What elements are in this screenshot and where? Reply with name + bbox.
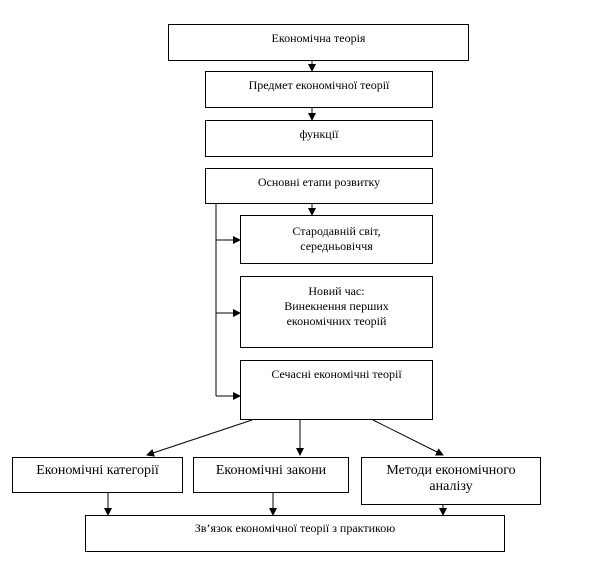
arrow-contemporary-to-methods [372,419,444,456]
node-economic-categories: Економічні категорії [12,457,183,493]
node-contemporary-theories: Сечасні економічні теорії [240,360,433,420]
node-economic-theory: Економічна теорія [168,24,469,61]
node-development-stages: Основні етапи розвитку [205,168,433,204]
node-economic-laws: Економічні закони [193,457,349,493]
node-link-with-practice: Зв’язок економічної теорії з практикою [85,515,505,552]
node-analysis-methods: Методи економічного аналізу [361,457,541,505]
node-functions: функції [205,120,433,157]
node-ancient-world: Стародавній світ, середньовіччя [240,215,433,264]
arrow-contemporary-to-categories [146,419,253,457]
node-modern-times: Новий час: Винекнення перших економічних… [240,276,433,348]
node-subject: Предмет економічної теорії [205,71,433,108]
